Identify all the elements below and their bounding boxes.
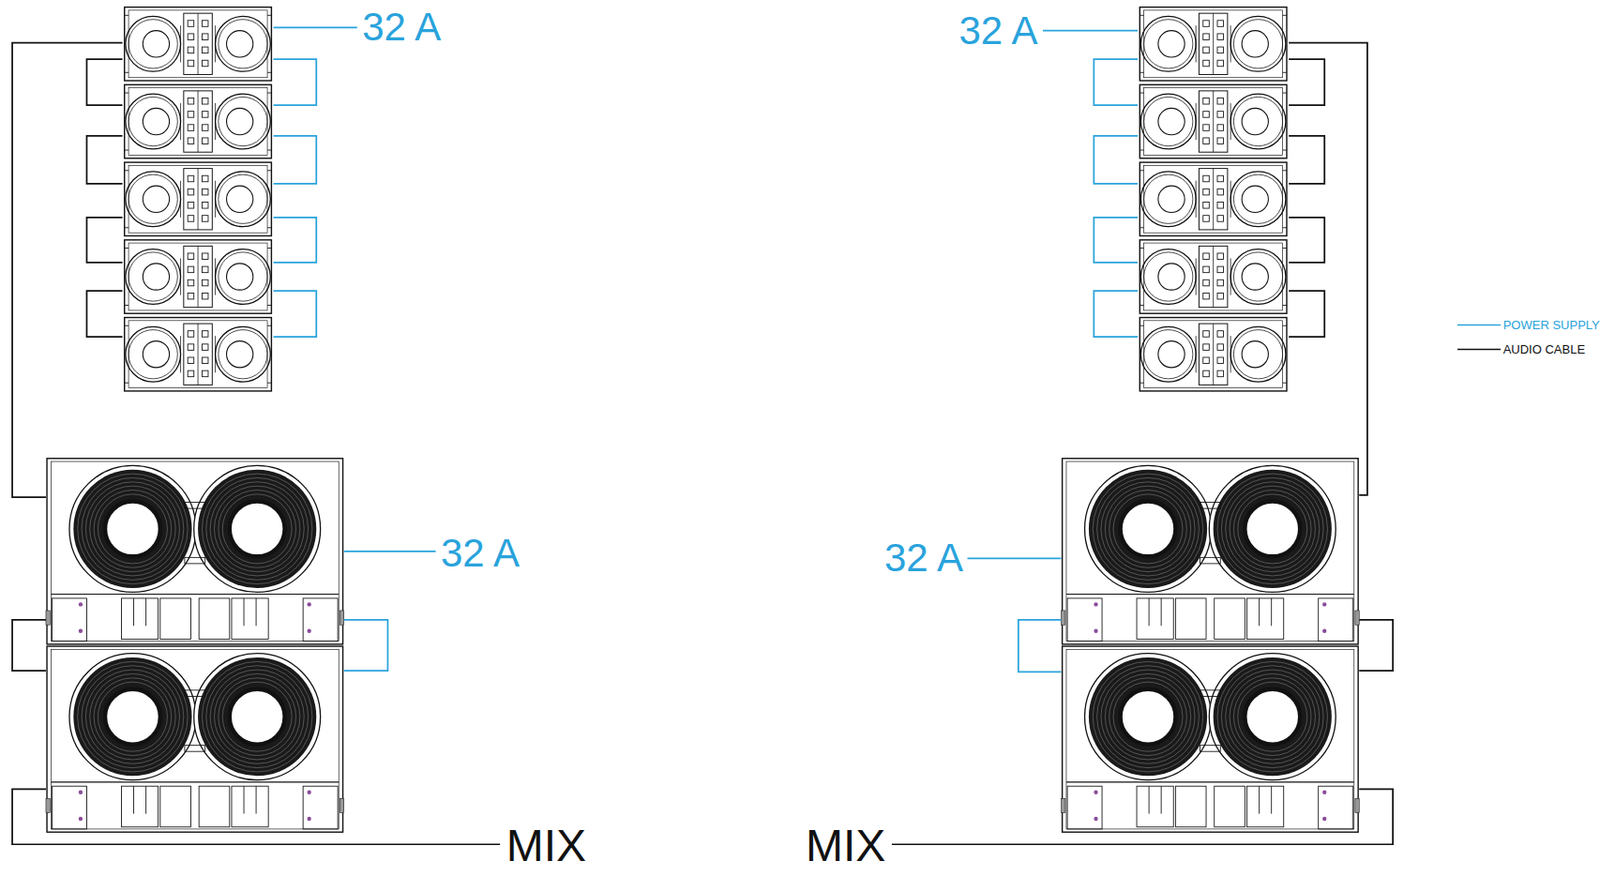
subwoofer-cabinet — [45, 458, 345, 645]
line-array-cabinet — [124, 240, 272, 314]
line-array-cabinet — [124, 162, 272, 236]
legend-text: AUDIO CABLE — [1503, 343, 1585, 356]
line-array-cabinet — [1139, 162, 1287, 236]
legend-text: POWER SUPPLY — [1503, 318, 1600, 332]
source-label: MIX — [805, 823, 886, 869]
line-array-cabinet — [124, 317, 272, 392]
subwoofer-cabinet — [1061, 458, 1360, 645]
source-label: MIX — [506, 823, 587, 869]
subwoofer-cabinet — [45, 646, 345, 832]
legend-line-sample — [1457, 321, 1501, 328]
legend-entry: AUDIO CABLE — [1457, 343, 1585, 356]
power-rating: 32 A — [958, 11, 1038, 51]
line-array-cabinet — [124, 7, 272, 81]
legend-line-sample — [1457, 346, 1501, 352]
power-cables — [273, 27, 1139, 672]
power-rating: 32 A — [884, 538, 964, 578]
line-array-cabinet — [1139, 7, 1287, 81]
audio-cables — [12, 43, 1393, 846]
power-rating: 32 A — [440, 533, 520, 574]
power-rating: 32 A — [362, 7, 441, 47]
line-array-cabinet — [1139, 84, 1287, 158]
subwoofer-cabinet — [1061, 646, 1360, 832]
legend-entry: POWER SUPPLY — [1457, 318, 1600, 332]
line-array-cabinet — [124, 84, 272, 158]
line-array-cabinet — [1139, 240, 1287, 314]
line-array-cabinet — [1139, 317, 1287, 392]
